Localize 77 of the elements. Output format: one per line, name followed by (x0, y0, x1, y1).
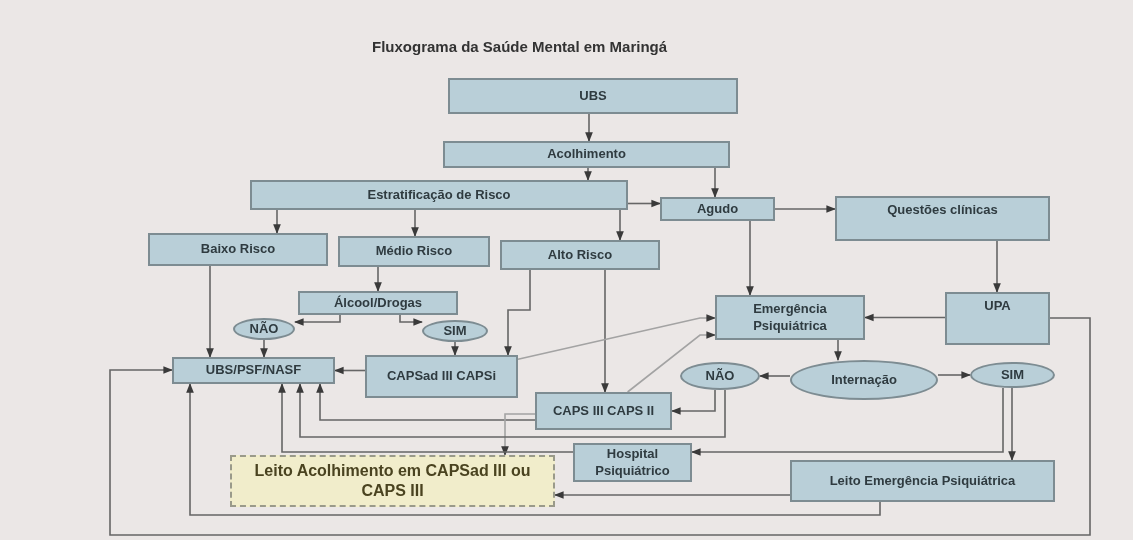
arrow (616, 209, 624, 241)
arrow (774, 205, 836, 213)
process-box (338, 236, 490, 267)
arrow (316, 383, 536, 421)
arrow (711, 167, 719, 198)
arrow (186, 383, 881, 516)
arrow (746, 220, 754, 296)
arrow (759, 372, 791, 380)
arrow (399, 314, 423, 326)
decision-ellipse (422, 320, 488, 342)
process-box (172, 357, 335, 384)
arrow (109, 317, 1091, 536)
arrow (584, 167, 592, 181)
node-label: NÃO (249, 320, 279, 338)
node-label: SIM (1000, 366, 1025, 384)
arrow (864, 313, 946, 322)
arrow (294, 314, 341, 326)
arrow (627, 199, 661, 208)
arrow (834, 339, 842, 361)
arrow (451, 341, 459, 356)
node-label: Questões clínicas (887, 202, 998, 219)
arrow (517, 314, 716, 360)
process-box (148, 233, 328, 266)
process-box (535, 392, 672, 430)
node-label: Emergência Psiquiátrica (752, 301, 828, 334)
node-label: Estratificação de Risco (367, 186, 511, 204)
node-label: CAPSad III CAPSi (386, 368, 497, 385)
process-box (250, 180, 628, 210)
node-label: Leito Emergência Psiquiátrica (829, 472, 1016, 490)
process-box (573, 443, 692, 482)
node-label: UBS/PSF/NASF (205, 362, 302, 379)
arrow (334, 366, 366, 375)
node-label: Médio Risco (375, 243, 453, 260)
node-label: Agudo (696, 200, 739, 218)
arrow (411, 209, 419, 237)
arrow (691, 387, 1004, 456)
process-box (835, 196, 1050, 241)
process-box (443, 141, 730, 168)
arrow (278, 383, 574, 453)
arrow (626, 331, 716, 393)
node-label: CAPS III CAPS II (552, 402, 655, 420)
process-box (500, 240, 660, 270)
arrow (206, 265, 214, 358)
node-label: NÃO (705, 367, 735, 385)
process-box (448, 78, 738, 114)
node-label: Alto Risco (547, 246, 613, 264)
process-box (298, 291, 458, 315)
arrow (504, 269, 531, 356)
process-box (660, 197, 775, 221)
arrow (296, 383, 726, 438)
node-label: UBS (579, 87, 607, 105)
arrow (585, 113, 593, 142)
node-label: Internação (831, 371, 897, 389)
arrow (501, 413, 536, 456)
arrow (671, 389, 716, 415)
node-label: Acolhimento (547, 146, 626, 163)
process-box (715, 295, 865, 340)
node-label: SIM (443, 322, 467, 340)
process-box (945, 292, 1050, 345)
arrow (374, 266, 382, 292)
arrow (273, 209, 281, 234)
process-box (790, 460, 1055, 502)
diagram-title: Fluxograma da Saúde Mental em Maringá (372, 37, 668, 57)
process-box (230, 455, 555, 507)
arrow (1008, 387, 1016, 461)
arrow (993, 240, 1001, 293)
node-label: Leito Acolhimento em CAPSad III ou CAPS III (253, 461, 532, 501)
arrow (260, 339, 268, 358)
node-label: Baixo Risco (200, 241, 276, 258)
node-label: UPA (984, 298, 1011, 315)
node-label: Álcool/Drogas (333, 294, 423, 312)
node-label: Hospital Psiquiátrico (594, 446, 671, 479)
arrow (937, 371, 971, 379)
process-box (365, 355, 518, 398)
arrow (601, 269, 609, 393)
decision-ellipse (233, 318, 295, 340)
arrow (554, 491, 791, 499)
